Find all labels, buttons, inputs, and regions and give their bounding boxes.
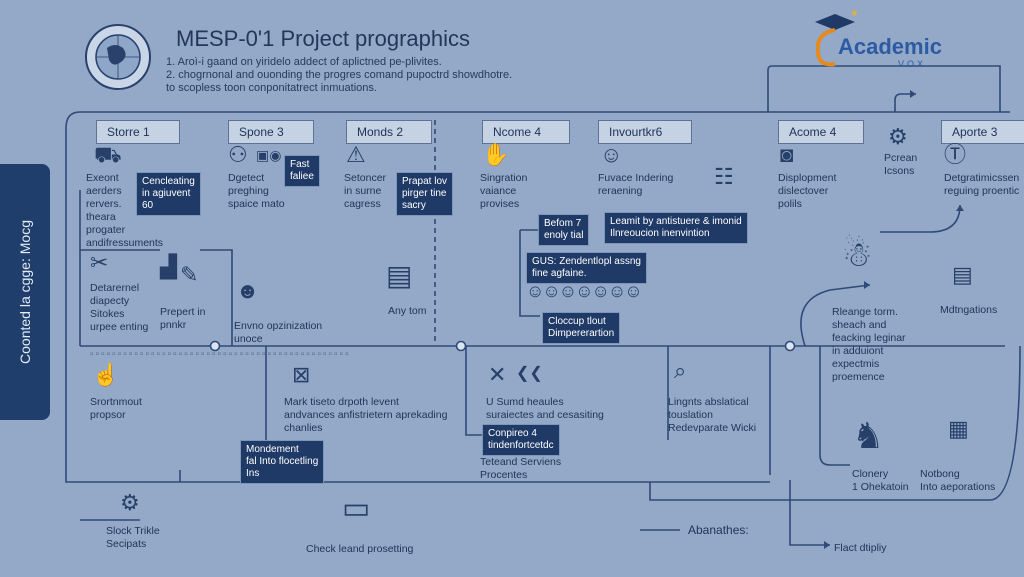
person-icon: ☻ bbox=[236, 278, 260, 303]
side-tab-label: Coonted la cgge: Mocg bbox=[17, 220, 33, 364]
intro-item: to scopless toon conponitatrect inmuatio… bbox=[166, 82, 377, 94]
warning-icon: ⚠ bbox=[346, 142, 366, 167]
document-icon: ▦ bbox=[948, 416, 969, 441]
stage-label: Aporte 3 bbox=[941, 120, 1024, 144]
gear-icon: ⚙ bbox=[120, 490, 140, 515]
intro-item: 1. Aroì-i gaand on yiridelo addect of ap… bbox=[166, 56, 442, 68]
intro-item: 2. chogrnonal and ouonding the progres c… bbox=[166, 69, 513, 81]
camera-icon: ◙ bbox=[780, 142, 794, 167]
stage-label: Acome 4 bbox=[778, 120, 864, 144]
stage-label: Storre 1 bbox=[96, 120, 180, 144]
note: Abanathes: bbox=[688, 523, 749, 537]
document-icon: ▤ bbox=[952, 262, 973, 287]
track-ticks: ▫▫▫▫▫▫▫▫▫▫▫▫▫▫▫▫▫▫▫▫▫▫▫▫▫▫▫▫▫▫▫▫▫▫▫▫▫▫▫▫… bbox=[90, 349, 351, 360]
brand-name: Academic bbox=[838, 34, 942, 59]
tools-icon: Ⓣ bbox=[944, 142, 967, 167]
globe-icon bbox=[85, 24, 151, 90]
gavel-icon: ✎ bbox=[180, 262, 199, 287]
mascot-person-icon: ☃ bbox=[842, 236, 873, 274]
checklist-icon: ☷ bbox=[714, 164, 734, 189]
printer-icon: ▭ bbox=[342, 492, 371, 525]
note: Any tom bbox=[388, 305, 427, 317]
page-title: MESP-0'1 Project prographics bbox=[176, 26, 470, 51]
side-tab[interactable]: Coonted la cgge: Mocg bbox=[0, 164, 50, 420]
graduation-cap-icon: ★ bbox=[815, 8, 859, 67]
note: Check leand prosetting bbox=[306, 543, 414, 555]
stage-label: Spone 3 bbox=[228, 120, 314, 144]
stage-label: Ncome 4 bbox=[482, 120, 570, 144]
close-icon: ⊠ bbox=[292, 362, 311, 387]
person-icon: ☺ bbox=[600, 142, 623, 167]
svg-text:★: ★ bbox=[850, 8, 859, 19]
tools-icon: ✂ bbox=[90, 250, 109, 275]
search-icon: ⌕ bbox=[674, 358, 687, 383]
gear-icon: ⚙ bbox=[888, 124, 908, 149]
elephant-icon: ♞ bbox=[852, 415, 885, 456]
hand-icon: ☝ bbox=[92, 362, 120, 387]
chart-icon: ▟ bbox=[160, 254, 177, 279]
intro-list: 1. Aroì-i gaand on yiridelo addect of ap… bbox=[166, 56, 512, 95]
brand-subtitle: VOX bbox=[898, 59, 927, 69]
tools-crossed-icon: ✕ bbox=[488, 362, 507, 387]
people-group-icon: ☺☺☺☺☺☺☺ bbox=[526, 281, 643, 301]
stage-label: Invourtkr6 bbox=[598, 120, 692, 144]
stage-label: Monds 2 bbox=[346, 120, 432, 144]
truck-icon: ⛟ bbox=[94, 142, 122, 167]
handshake-icon: ✋ bbox=[482, 142, 510, 167]
monitor-icon: ▤ bbox=[386, 260, 413, 291]
note: Mdtngations bbox=[940, 304, 998, 316]
tools-icon: ▣◉ bbox=[256, 147, 282, 163]
bulb-icon: ⚇ bbox=[228, 142, 248, 167]
chevron-icon: ❮❮ bbox=[516, 365, 543, 382]
note: Flact dtipliy bbox=[834, 542, 887, 554]
